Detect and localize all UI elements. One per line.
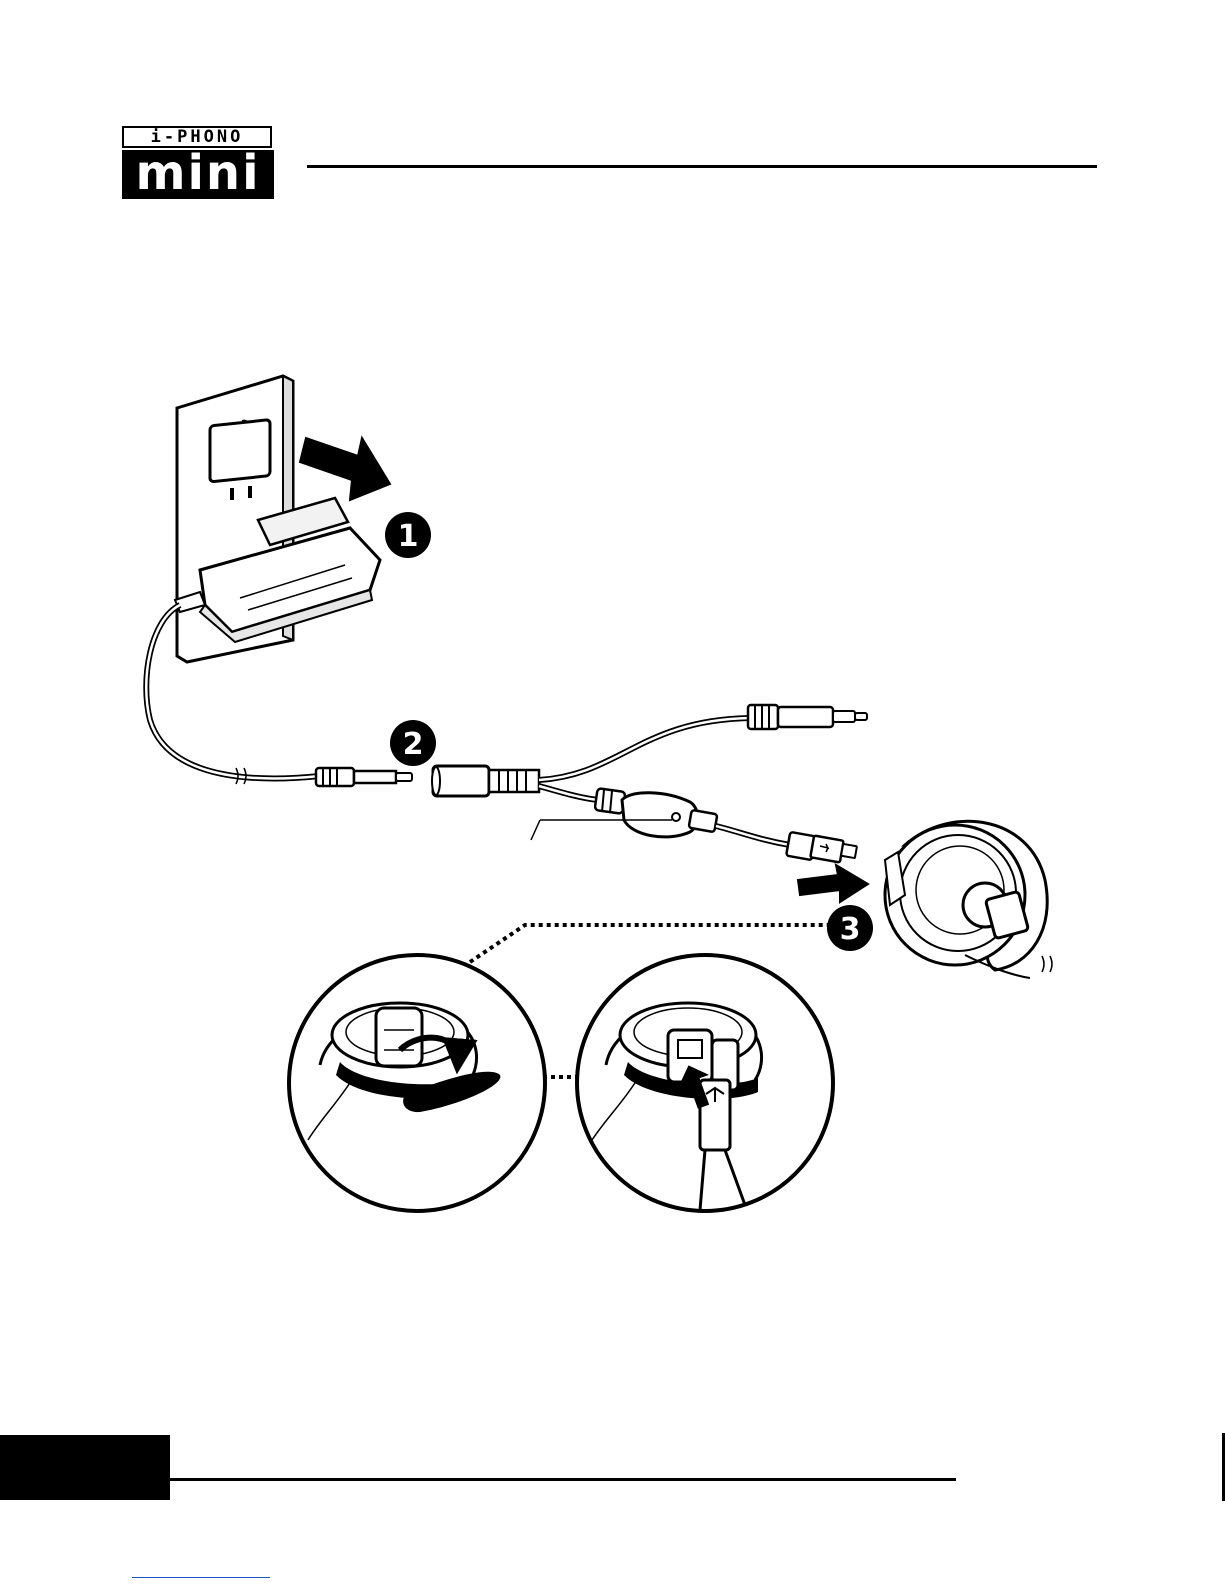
adapter-barrel-plug-icon [316, 768, 412, 786]
step-badge-1: 1 [385, 512, 431, 558]
detail-insert-usb-icon [577, 955, 833, 1211]
headset-icon [885, 821, 1052, 978]
mini-usb-plug-icon [786, 832, 857, 863]
step-badge-3: 3 [827, 905, 873, 951]
splitter-jack-icon [432, 766, 539, 796]
step-2-number: 2 [403, 727, 424, 762]
detail-open-cover-icon [289, 955, 545, 1211]
step-1-number: 1 [398, 519, 419, 554]
footer-page-tab [0, 1435, 170, 1500]
inline-module-icon [595, 788, 718, 837]
footer-link-underline [132, 1577, 270, 1578]
footer-rule [170, 1478, 956, 1481]
second-barrel-plug-icon [748, 705, 867, 729]
push-arrow-3-icon [798, 865, 868, 902]
step-badge-2: 2 [390, 720, 436, 766]
step-3-number: 3 [840, 912, 861, 947]
push-arrow-1-icon [300, 438, 390, 500]
